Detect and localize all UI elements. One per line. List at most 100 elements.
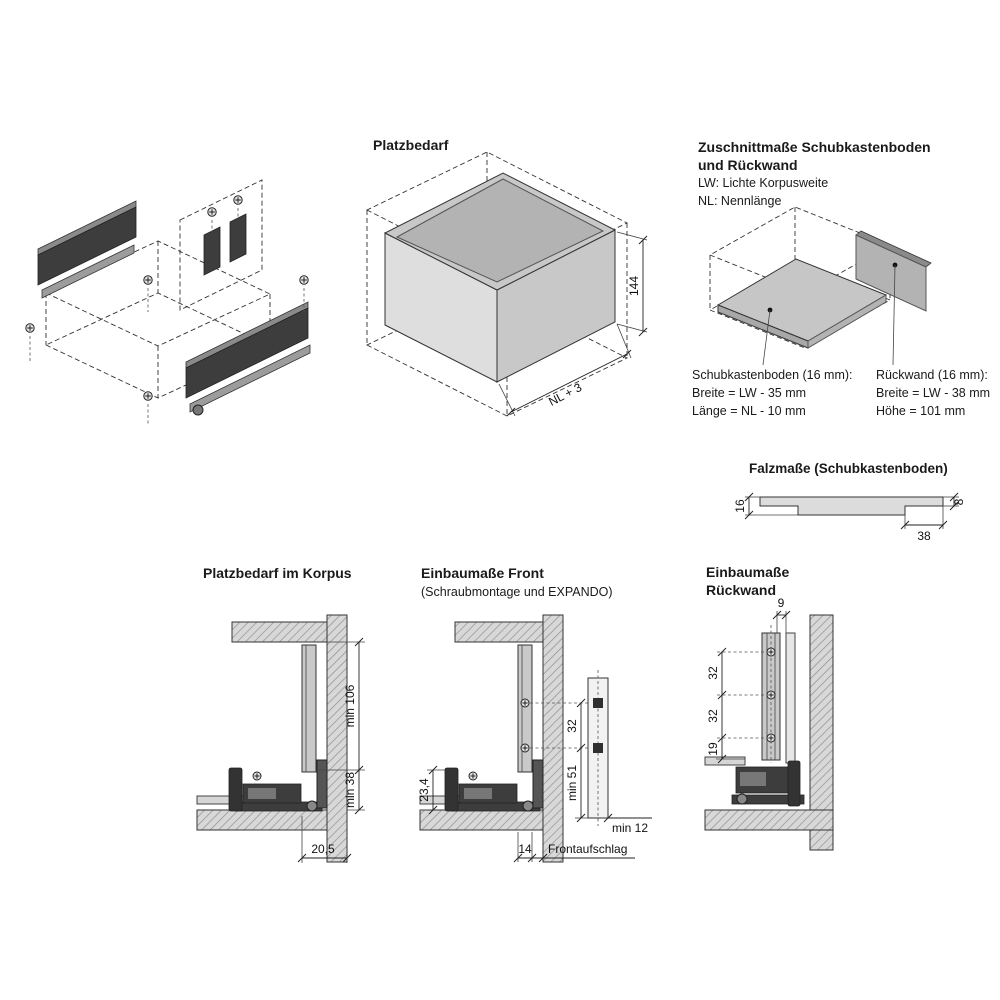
korpus-title: Platzbedarf im Korpus xyxy=(203,565,352,581)
dim-min38-label: min 38 xyxy=(343,772,357,808)
drawer-runner xyxy=(228,767,323,812)
drawer-side-profile-left xyxy=(37,200,137,299)
drawer-runner xyxy=(731,760,805,807)
dim-32-label: 32 xyxy=(565,719,579,733)
drawer-side-panel xyxy=(517,644,533,773)
einbau-rueckwand-title-line2: Rückwand xyxy=(706,582,777,598)
dim-32-lower-label: 32 xyxy=(706,709,720,723)
expando-hole-upper xyxy=(593,698,603,708)
boden-breite: Breite = LW - 35 mm xyxy=(692,386,807,400)
dim-min12: min 12 xyxy=(603,813,652,835)
screw-icon xyxy=(25,323,35,333)
screw-icon xyxy=(207,207,217,217)
dim-234: 23,4 xyxy=(417,765,445,815)
cabinet-bottom-panel xyxy=(704,809,834,831)
screw-icon xyxy=(299,275,309,285)
falzmasse-title: Falzmaße (Schubkastenboden) xyxy=(749,461,948,476)
screw-icon xyxy=(143,391,153,401)
cabinet-bottom-panel xyxy=(419,809,544,831)
drawer-runner xyxy=(444,767,541,812)
rear-screw-middle-icon xyxy=(766,690,776,700)
dim-144-label: 144 xyxy=(627,276,641,296)
cabinet-side-wall xyxy=(809,614,834,851)
front-subtitle: (Schraubmontage und EXPANDO) xyxy=(421,585,613,599)
exploded-view-diagram xyxy=(25,179,311,426)
dim-9: 9 xyxy=(772,596,791,633)
rear-screw-top-icon xyxy=(766,647,776,657)
schubkastenboden-board xyxy=(716,258,888,349)
screw-icon xyxy=(252,771,262,781)
dim-nl3-label: NL + 3 xyxy=(546,380,584,409)
boden-heading: Schubkastenboden (16 mm): xyxy=(692,368,853,382)
screw-icon xyxy=(233,195,243,205)
rear-fixing-brackets xyxy=(203,213,247,276)
zuschnitt-legend-lw: LW: Lichte Korpusweite xyxy=(698,176,829,190)
rueckwand-breite: Breite = LW - 38 mm xyxy=(876,386,991,400)
einbau-rueckwand-title-line1: Einbaumaße xyxy=(706,564,790,580)
dim-19-label: 19 xyxy=(706,742,720,756)
dashed-rear-panel-outline xyxy=(179,179,263,311)
dim-16-label: 16 xyxy=(733,499,747,513)
rueckwand-diagram: 32 32 19 9 xyxy=(704,596,834,851)
drawer-side-panel xyxy=(301,644,317,773)
frontaufschlag-label: Frontaufschlag xyxy=(548,842,627,856)
dim-9-label: 9 xyxy=(778,596,785,610)
dim-205-label: 20,5 xyxy=(311,842,335,856)
drawer-body xyxy=(383,172,617,383)
zuschnitt-title-line2: und Rückwand xyxy=(698,157,798,173)
screw-icon xyxy=(468,771,478,781)
rueckwand-hoehe: Höhe = 101 mm xyxy=(876,404,966,418)
front-title: Einbaumaße Front xyxy=(421,565,544,581)
dim-32-lower: 32 xyxy=(706,695,727,743)
drawer-bottom-board xyxy=(704,756,746,766)
dim-38: 38 xyxy=(900,506,948,543)
zuschnitt-heading-block: Zuschnittmaße Schubkastenboden und Rückw… xyxy=(698,138,931,210)
cabinet-top-panel xyxy=(231,621,328,643)
dim-min51-label: min 51 xyxy=(565,765,579,801)
dim-min38: min 38 xyxy=(343,770,365,815)
schubkastenboden-spec-block: Schubkastenboden (16 mm): Breite = LW - … xyxy=(692,366,853,420)
rear-screw-bottom-icon xyxy=(766,733,776,743)
wall-rail xyxy=(532,759,544,809)
dim-8: 8 xyxy=(943,492,966,511)
dim-8-label: 8 xyxy=(952,498,966,505)
platzbedarf-title: Platzbedarf xyxy=(373,137,449,153)
cabinet-side-wall xyxy=(326,614,348,863)
dim-min12-label: min 12 xyxy=(612,821,648,835)
rueckwand-spec-block: Rückwand (16 mm): Breite = LW - 38 mm Hö… xyxy=(876,366,990,420)
zuschnitt-legend-nl: NL: Nennlänge xyxy=(698,194,782,208)
board-edge-profile xyxy=(759,496,944,516)
korpus-diagram: min 106 min 38 20,5 xyxy=(196,614,365,863)
rueckwand-leader-line xyxy=(892,264,896,366)
cabinet-side-wall xyxy=(542,614,564,863)
dim-14-label: 14 xyxy=(518,842,532,856)
cabinet-top-panel xyxy=(454,621,544,643)
zuschnitt-diagram xyxy=(708,206,932,366)
front-screw-lower-icon xyxy=(520,743,530,753)
dim-16: 16 xyxy=(733,492,798,520)
dim-32-upper: 32 xyxy=(706,647,727,700)
dim-min106: min 106 xyxy=(316,637,365,775)
dim-min106-label: min 106 xyxy=(343,684,357,727)
platzbedarf-diagram: 144 NL + 3 xyxy=(365,151,648,417)
dim-19: 19 xyxy=(706,738,727,764)
boden-leader-line xyxy=(762,309,771,366)
front-screw-upper-icon xyxy=(520,698,530,708)
falzmasse-diagram: 16 38 8 xyxy=(733,492,966,543)
dim-32-upper-label: 32 xyxy=(706,666,720,680)
drawer-side-profile-lower xyxy=(185,301,311,416)
screw-icon xyxy=(143,275,153,285)
dim-32: 32 xyxy=(565,698,586,753)
boden-laenge: Länge = NL - 10 mm xyxy=(692,404,806,418)
dim-min51: min 51 xyxy=(565,748,588,823)
front-diagram: 32 min 51 23,4 min 12 xyxy=(417,614,652,863)
dim-205: 20,5 xyxy=(297,816,352,863)
dim-144: 144 xyxy=(616,231,648,337)
dim-38-label: 38 xyxy=(917,529,931,543)
dim-234-label: 23,4 xyxy=(417,778,431,802)
front-panel-strip xyxy=(587,670,609,826)
rueckwand-board xyxy=(855,230,932,312)
zuschnitt-title-line1: Zuschnittmaße Schubkastenboden xyxy=(698,139,931,155)
cabinet-bottom-panel xyxy=(196,809,328,831)
